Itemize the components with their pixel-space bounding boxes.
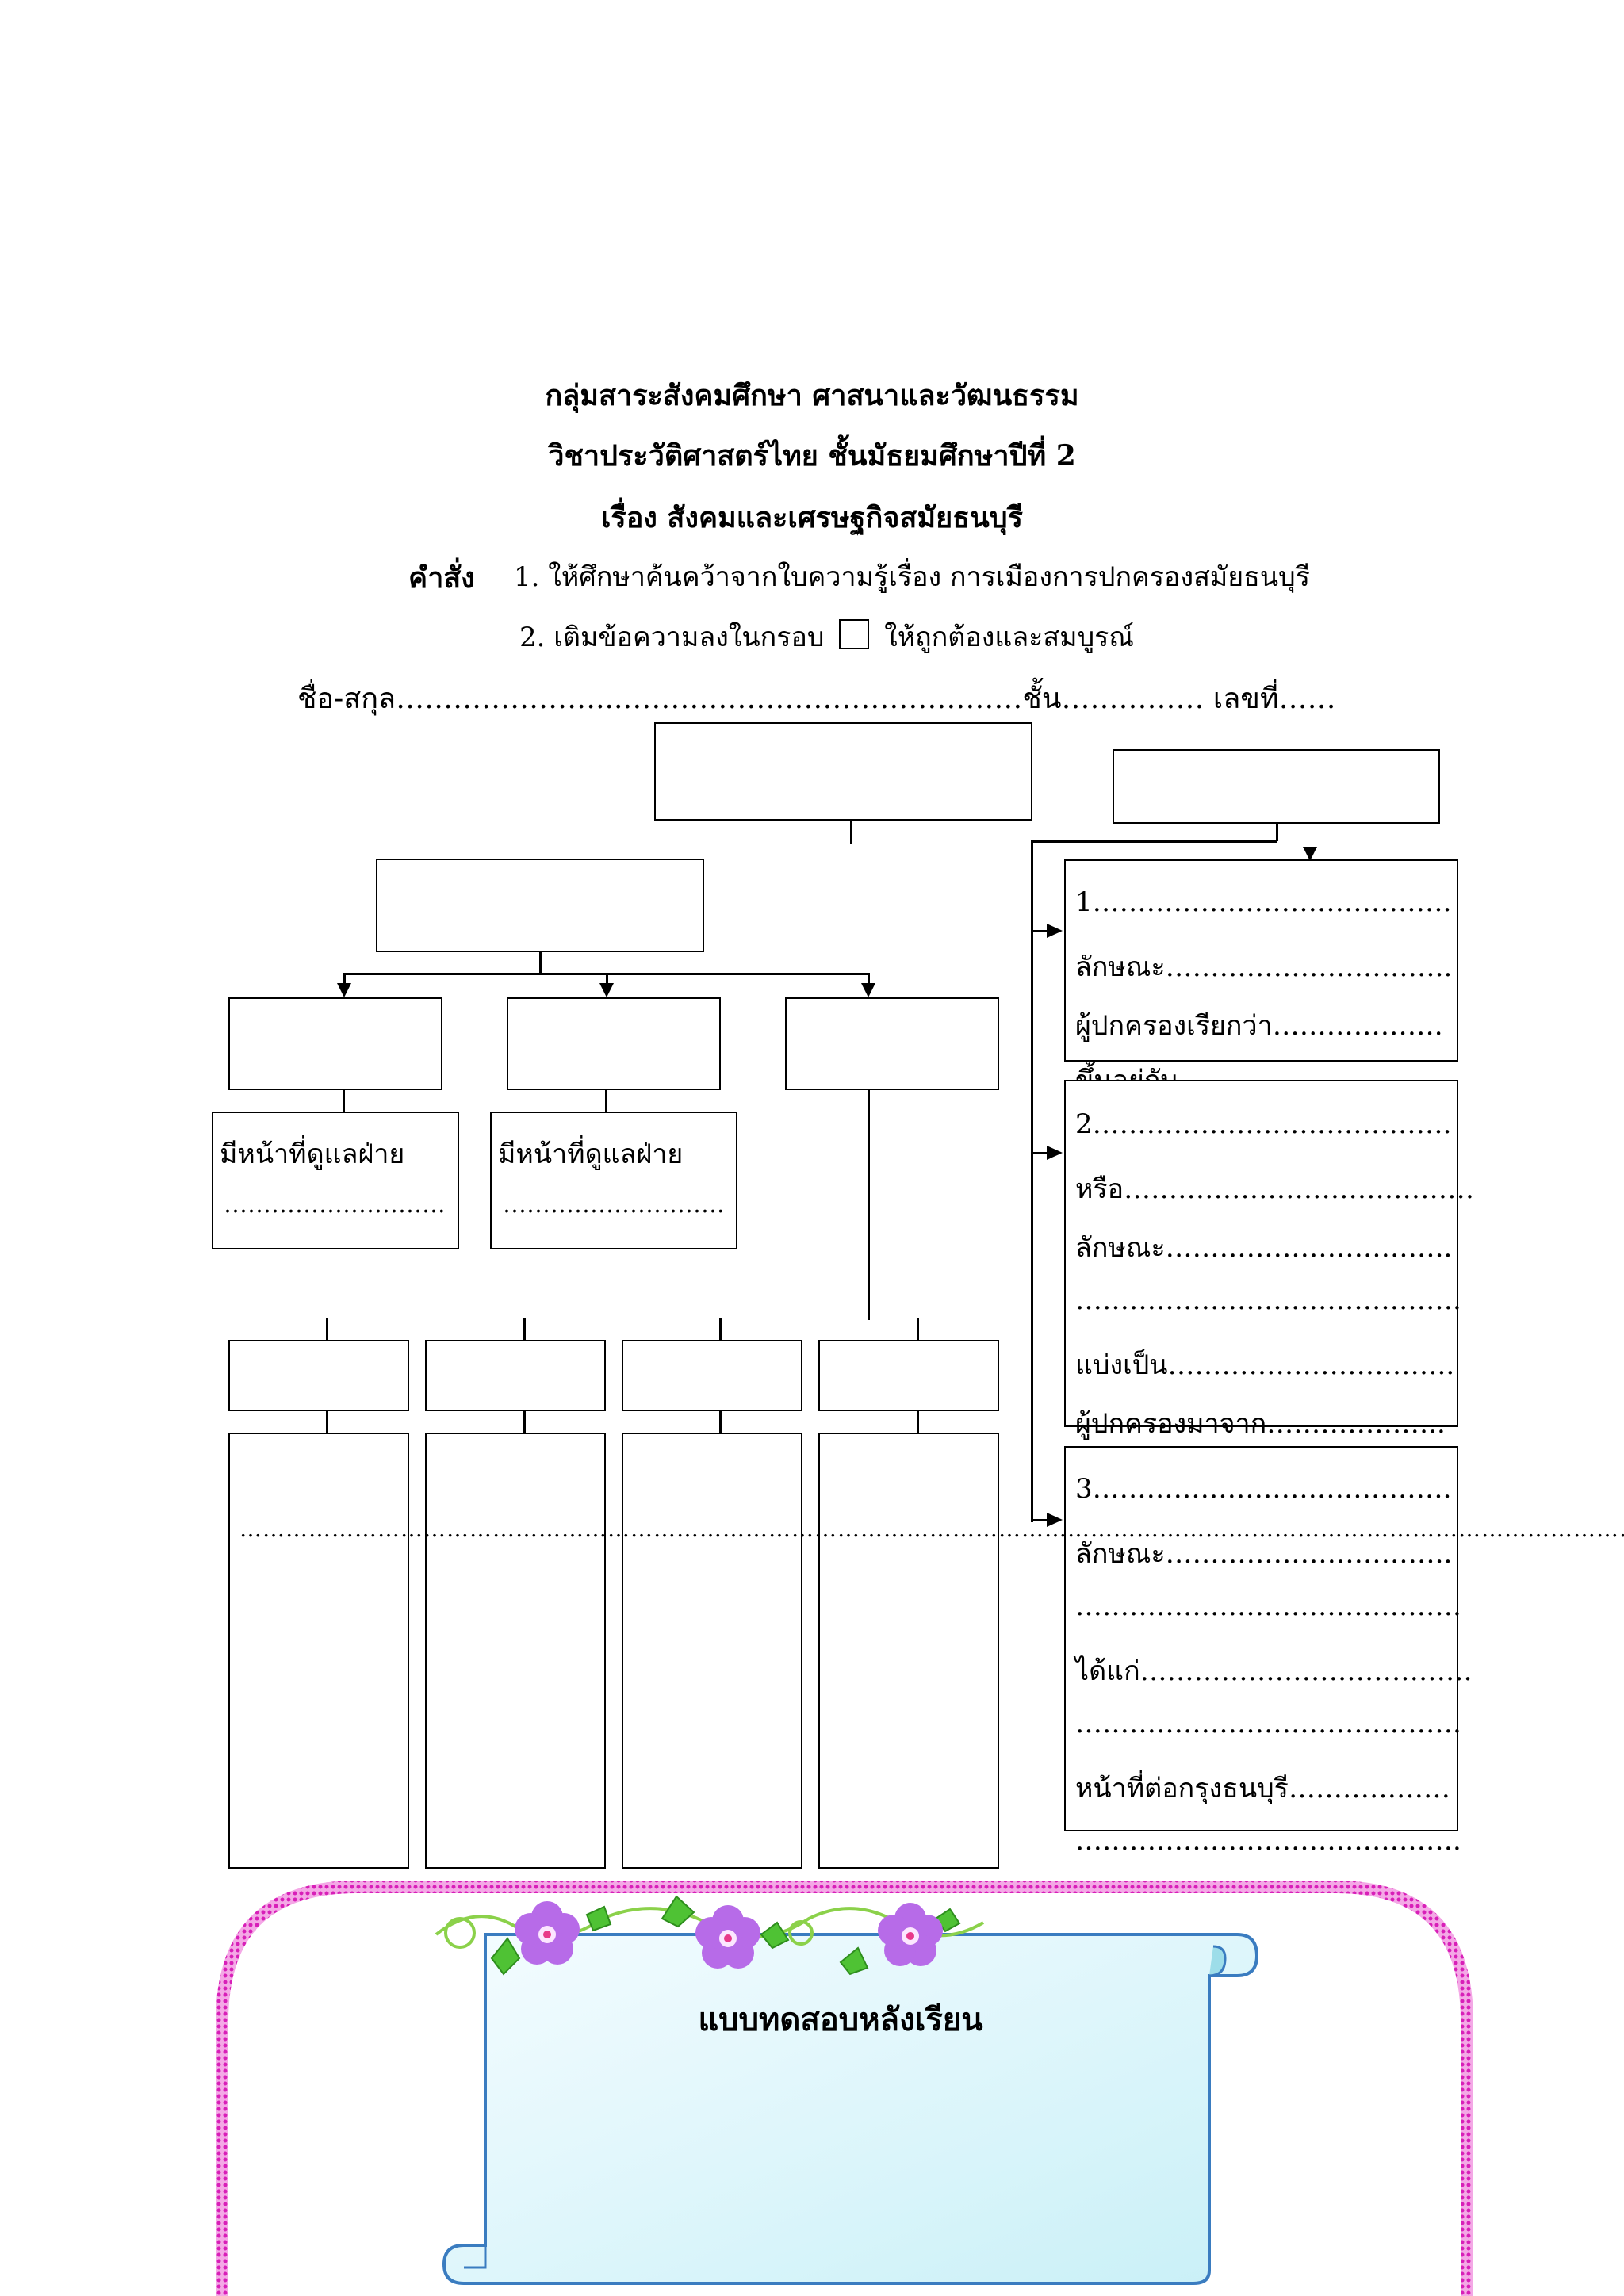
right-box-3-line-7: ……………………………………. [1075,1825,1461,1857]
class-label: ชั้น [1022,683,1062,715]
connector-line [523,1411,526,1433]
right-box-3-line-2: ลักษณะ………………………….. [1075,1538,1453,1570]
connector-line [606,973,608,987]
right-box-3-line-6: หน้าที่ต่อกรุงธนบุรี……………… [1075,1773,1450,1804]
right-box-2-line-4: ……………………………………. [1075,1284,1461,1316]
duty-box-2[interactable] [490,1112,737,1249]
connector-line [539,952,542,974]
connector-line [326,1318,328,1341]
connector-line [326,1411,328,1433]
connector-line [719,1318,722,1341]
class-field[interactable]: …………… [1061,683,1205,715]
sub-branch-box-3[interactable] [785,997,999,1090]
right-answer-box-3[interactable] [1064,1446,1458,1831]
tall-answer-box-3[interactable] [622,1433,802,1869]
flower-icon [878,1903,943,1966]
arrow-down-icon [1303,847,1317,861]
connector-line [1031,840,1277,843]
flower-icon [515,1901,580,1965]
right-box-2-line-6: ผู้ปกครองมาจาก……………….. [1075,1408,1446,1440]
right-box-2-line-3: ลักษณะ………………………….. [1075,1232,1453,1264]
name-field[interactable]: …………………...…………………………………… [396,683,1023,715]
number-field[interactable]: …… [1278,683,1336,715]
tall-answer-box-2[interactable] [425,1433,606,1869]
instruction-item-1: 1. ให้ศึกษาค้นคว้าจากใบความรู้เรื่อง การ… [514,561,1310,593]
right-box-3-line-3: ……………………………………. [1075,1590,1461,1622]
right-box-3-line-1: 3…………………………………. [1075,1473,1452,1505]
instruction-item-2-before: 2. เติมข้อความลงในกรอบ [519,622,825,653]
subject-group-title: กลุ่มสาระสังคมศึกษา ศาสนาและวัฒนธรรม [545,379,1079,412]
sub-branch-box-2[interactable] [507,997,721,1090]
lesson-title: เรื่อง สังคมและเศรษฐกิจสมัยธนบุรี [601,501,1023,534]
scroll-title: แบบทดสอบหลังเรียน [698,2001,983,2038]
connector-line [1276,824,1278,841]
left-branch-answer-box[interactable] [376,859,704,952]
connector-line [719,1411,722,1433]
sub-branch-box-1[interactable] [228,997,442,1090]
right-answer-box-1[interactable] [1064,859,1458,1062]
right-box-3-line-4: ได้แก่………………………………. [1075,1655,1473,1687]
right-box-1-line-2: ลักษณะ………………………….. [1075,951,1453,983]
long-dotted-line: …………………………………………………………………………………………………………… [239,1516,1624,1542]
arrow-right-icon [1047,1146,1063,1160]
right-box-1-line-3: ผู้ปกครองเรียกว่า………………. [1075,1010,1443,1042]
connector-line [343,1090,345,1112]
connector-line [1031,1519,1048,1521]
arrow-down-icon [337,983,351,997]
instruction-item-2-after: ให้ถูกต้องและสมบูรณ์ [884,622,1134,653]
connector-line [523,1318,526,1341]
top-right-answer-box[interactable] [1113,749,1440,824]
duty-dots-1: ………………………. [224,1191,446,1219]
instruction-item-2: 2. เติมข้อความลงในกรอบ ให้ถูกต้องและสมบู… [519,615,1134,658]
connector-line [917,1318,919,1341]
right-box-2-line-1: 2…………………………………. [1075,1108,1452,1140]
duty-label-1: มีหน้าที่ดูแลฝ่าย [220,1138,405,1170]
connector-line [1031,930,1048,932]
student-info-line: ชื่อ-สกุล…………………...……………………………………ชั้น………… [297,675,1336,721]
square-box-icon [839,619,870,649]
small-box-3[interactable] [622,1340,802,1411]
footer-decoration [216,1881,1473,2296]
instruction-label: คำสั่ง [408,561,475,595]
small-box-2[interactable] [425,1340,606,1411]
right-box-2-line-5: แบ่งเป็น………………………….. [1075,1349,1455,1381]
connector-line [868,1090,870,1320]
arrow-right-icon [1047,924,1063,938]
small-box-4[interactable] [818,1340,999,1411]
arrow-right-icon [1047,1513,1063,1527]
top-center-answer-box[interactable] [654,722,1032,821]
flower-icon [695,1905,760,1969]
right-box-2-line-2: หรือ………………………………… [1075,1173,1475,1205]
right-answer-box-2[interactable] [1064,1080,1458,1427]
name-label: ชื่อ-สกุล [297,683,396,715]
number-label: เลขที่ [1212,683,1279,715]
connector-line [343,973,346,987]
course-title: วิชาประวัติศาสตร์ไทย ชั้นมัธยมศึกษาปีที่… [548,439,1076,473]
small-box-1[interactable] [228,1340,409,1411]
scroll-banner-icon [442,1933,1259,2285]
duty-label-2: มีหน้าที่ดูแลฝ่าย [498,1138,684,1170]
tall-answer-box-4[interactable] [818,1433,999,1869]
arrow-down-icon [599,983,614,997]
arrow-down-icon [861,983,875,997]
right-box-3-line-5: ……………………………………. [1075,1708,1461,1739]
tall-answer-box-1[interactable] [228,1433,409,1869]
duty-dots-2: ………………………. [503,1191,725,1219]
right-box-1-line-4: ขึ้นอยู่กับ [1075,1065,1178,1081]
duty-box-1[interactable] [212,1112,459,1249]
connector-line [917,1411,919,1433]
connector-line [605,1090,607,1112]
pink-frame [216,1881,1473,2296]
connector-line [850,821,852,844]
connector-line [1031,1152,1048,1154]
right-box-1-line-1: 1…………………………………. [1075,886,1452,918]
connector-line [868,973,870,987]
right-rail-line [1031,840,1033,1522]
